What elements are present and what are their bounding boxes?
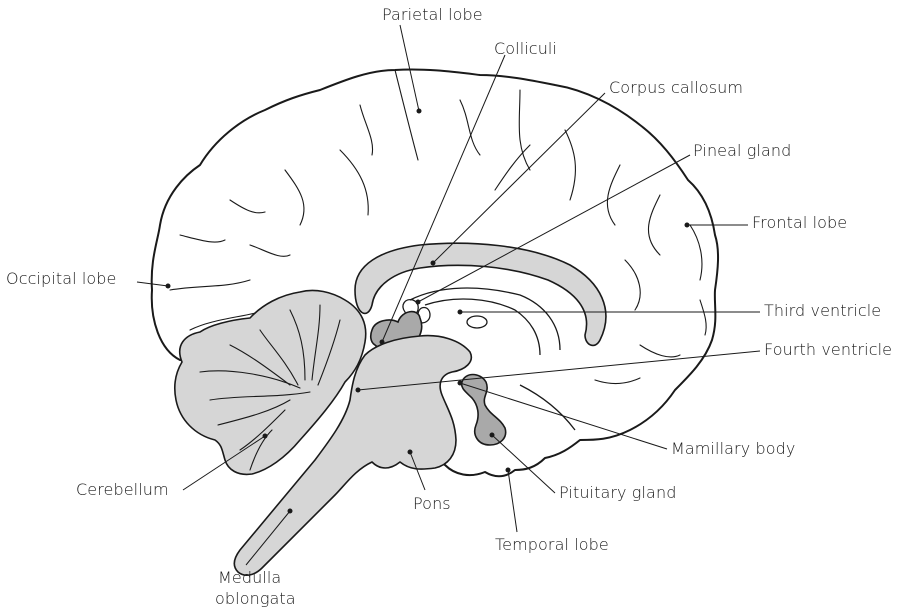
label-temporal-lobe: Temporal lobe — [495, 536, 609, 554]
label-pineal-gland: Pineal gland — [693, 142, 791, 160]
medulla-oblongata-pointer — [288, 509, 293, 514]
parietal-lobe-pointer — [417, 109, 422, 114]
pituitary-gland-pointer — [490, 433, 495, 438]
label-colliculi: Colliculi — [494, 40, 557, 58]
third-ventricle-pointer — [458, 310, 463, 315]
label-frontal-lobe: Frontal lobe — [752, 214, 847, 232]
colliculi-pointer — [380, 340, 385, 345]
pineal-gland-pointer — [416, 300, 421, 305]
label-pituitary-gland: Pituitary gland — [559, 484, 676, 502]
label-occipital-lobe: Occipital lobe — [6, 270, 116, 288]
label-third-ventricle: Third ventricle — [764, 302, 881, 320]
label-cerebellum: Cerebellum — [76, 481, 169, 499]
label-parietal-lobe: Parietal lobe — [382, 6, 483, 24]
cerebellum-pointer — [263, 434, 268, 439]
label-fourth-ventricle: Fourth ventricle — [764, 341, 892, 359]
label-medulla-line2: oblongata — [215, 590, 296, 608]
label-medulla-line1: Medulla — [218, 569, 281, 587]
frontal-lobe-pointer — [685, 223, 690, 228]
mamillary-body-pointer — [458, 381, 463, 386]
corpus-callosum-pointer — [431, 261, 436, 266]
label-corpus-callosum: Corpus callosum — [609, 79, 743, 97]
label-mamillary-body: Mamillary body — [671, 440, 795, 458]
pons-pointer — [408, 450, 413, 455]
temporal-lobe-pointer — [506, 468, 511, 473]
label-pons: Pons — [413, 495, 451, 513]
fourth-ventricle-pointer — [356, 388, 361, 393]
occipital-lobe-pointer — [166, 284, 171, 289]
